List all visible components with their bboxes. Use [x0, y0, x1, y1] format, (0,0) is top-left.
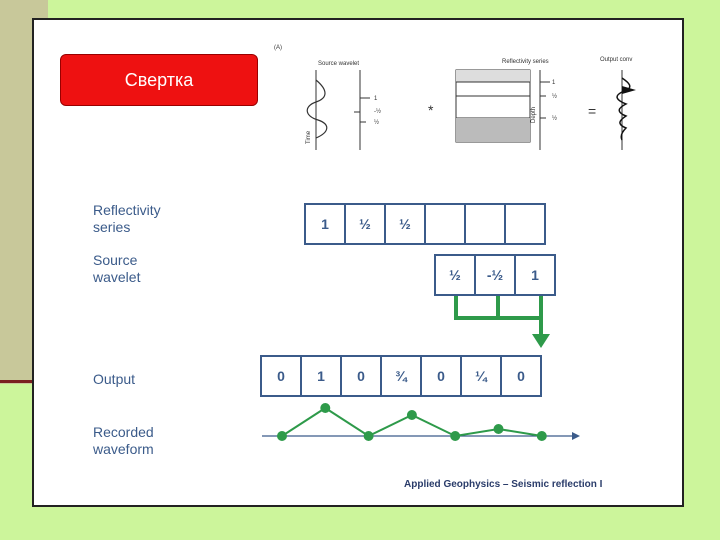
label-output: Output — [93, 371, 136, 387]
depth-label: Depth — [531, 107, 537, 123]
spike-value-2: -½ — [374, 108, 381, 115]
series-value-1: 1 — [552, 80, 556, 86]
convolution-figure: (A) Source wavelet Reflectivity series O… — [274, 45, 636, 150]
source-wavelet-curve — [306, 79, 328, 139]
waveform-point — [536, 431, 547, 441]
reflectivity-series-label: Reflectivity series — [502, 59, 549, 65]
waveform-axis-arrow — [572, 432, 580, 440]
source-row: ½ -½ 1 — [434, 254, 556, 296]
spike-value-1: 1 — [374, 96, 378, 102]
output-label: Output conv — [600, 57, 632, 63]
sidebar-accent-line — [0, 380, 34, 383]
time-label: Time — [306, 130, 312, 144]
source-cell: 1 — [514, 254, 556, 296]
output-row: 0 1 0 ¾ 0 ¼ 0 — [260, 355, 542, 397]
reflectivity-cell — [504, 203, 546, 245]
series-value-2: ½ — [552, 93, 557, 100]
label-reflectivity: Reflectivity series — [93, 202, 161, 235]
label-source: Source wavelet — [93, 252, 141, 285]
spike-value-3: ½ — [374, 119, 379, 126]
slide-title: Свертка — [60, 54, 258, 106]
reflectivity-row: 1 ½ ½ — [304, 203, 546, 245]
waveform-point — [363, 431, 374, 441]
waveform-point — [493, 424, 504, 434]
source-wavelet-label: Source wavelet — [318, 61, 359, 67]
panel-label: (A) — [274, 45, 282, 51]
waveform-point — [277, 431, 287, 441]
output-cell: 0 — [500, 355, 542, 397]
shift-arrow — [454, 296, 550, 348]
waveform-point — [406, 410, 417, 420]
series-value-3: ½ — [552, 115, 557, 122]
waveform-point — [320, 403, 331, 413]
waveform-point — [450, 431, 461, 441]
label-recorded: Recorded waveform — [93, 424, 154, 457]
operator-equals: = — [588, 103, 596, 119]
caption: Applied Geophysics – Seismic reflection … — [404, 479, 603, 490]
operator-star: * — [428, 102, 434, 118]
